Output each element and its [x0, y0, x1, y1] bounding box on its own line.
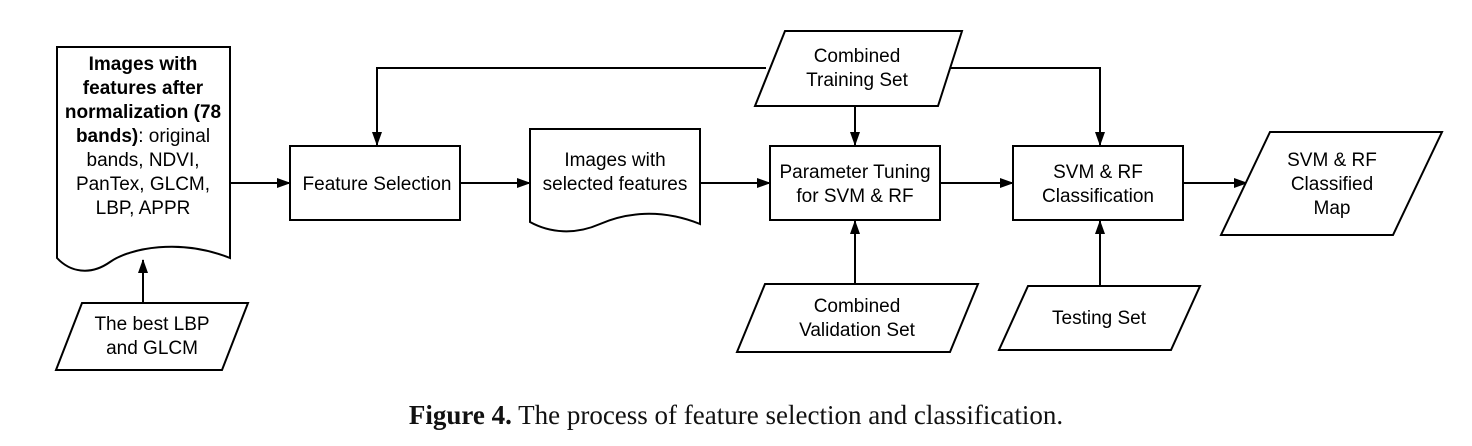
best-lbp-line-1: The best LBP	[94, 314, 209, 335]
node-best-lbp-glcm: The best LBP and GLCM	[54, 302, 250, 371]
selected-images-line-2: selected features	[543, 174, 688, 195]
parallelogram-shape	[54, 302, 250, 371]
edge-training-to-classification	[938, 67, 1105, 146]
selected-images-line-1: Images with	[564, 150, 665, 171]
parallelogram-shape	[1219, 131, 1444, 236]
rectangle-shape	[289, 145, 461, 221]
input-images-bold-part: bands)	[76, 126, 138, 147]
input-images-line-7: LBP, APPR	[96, 198, 191, 219]
validation-line-1: Combined	[814, 296, 901, 317]
rectangle-shape	[1012, 145, 1184, 221]
edge-training-to-feature-selection	[372, 67, 766, 146]
node-classification: SVM & RF Classification	[1012, 145, 1184, 221]
classified-map-line-2: Classified	[1291, 174, 1373, 195]
input-images-line-2: features after	[83, 78, 204, 99]
classified-map-line-3: Map	[1314, 198, 1351, 219]
input-images-line-5: bands, NDVI,	[87, 150, 200, 171]
feature-selection-label: Feature Selection	[303, 174, 452, 195]
node-selected-images: Images with selected features	[529, 128, 701, 233]
caption-figure-number: Figure 4.	[408, 400, 512, 430]
input-images-line-6: PanTex, GLCM,	[76, 174, 210, 195]
node-testing-set: Testing Set	[997, 285, 1202, 351]
flowchart-diagram: Images with features after normalization…	[54, 30, 1444, 371]
parallelogram-shape	[753, 30, 964, 107]
input-images-normal-part: : original	[138, 126, 210, 147]
caption-text: The process of feature selection and cla…	[518, 400, 1064, 430]
node-combined-validation-set: Combined Validation Set	[735, 283, 980, 353]
node-parameter-tuning: Parameter Tuning for SVM & RF	[769, 145, 941, 221]
classified-map-line-1: SVM & RF	[1287, 150, 1377, 171]
input-images-line-3: normalization (78	[65, 102, 221, 123]
node-classified-map: SVM & RF Classified Map	[1219, 131, 1444, 236]
parameter-tuning-line-1: Parameter Tuning	[779, 162, 930, 183]
classification-line-2: Classification	[1042, 186, 1154, 207]
parallelogram-shape	[735, 283, 980, 353]
figure-caption: Figure 4. The process of feature selecti…	[0, 400, 1472, 440]
input-images-line-1: Images with	[89, 54, 198, 75]
input-images-line-4: bands): original	[76, 126, 210, 147]
node-feature-selection: Feature Selection	[289, 145, 461, 221]
parallelogram-shape	[997, 285, 1202, 351]
document-shape	[56, 46, 231, 272]
rectangle-shape	[769, 145, 941, 221]
training-line-2: Training Set	[806, 70, 908, 91]
node-input-images: Images with features after normalization…	[56, 46, 231, 272]
document-shape	[529, 128, 701, 233]
best-lbp-line-2: and GLCM	[106, 338, 198, 359]
testing-set-label: Testing Set	[1052, 308, 1147, 329]
node-combined-training-set: Combined Training Set	[753, 30, 964, 107]
classification-line-1: SVM & RF	[1053, 162, 1143, 183]
validation-line-2: Validation Set	[799, 320, 916, 341]
parameter-tuning-line-2: for SVM & RF	[796, 186, 913, 207]
edges	[138, 67, 1248, 303]
training-line-1: Combined	[814, 46, 901, 67]
